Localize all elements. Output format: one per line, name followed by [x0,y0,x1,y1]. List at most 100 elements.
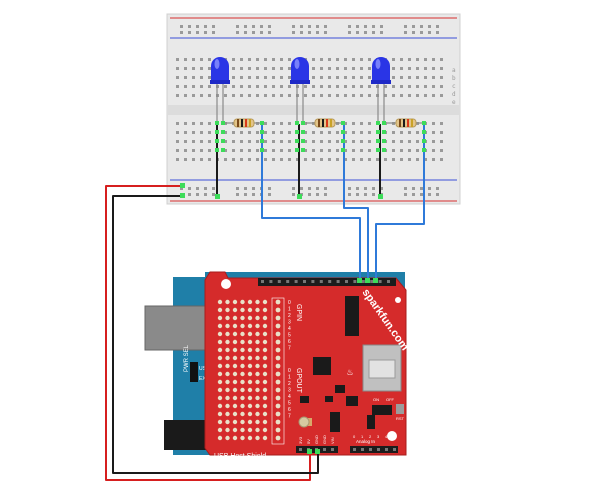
rail-hole [212,25,215,28]
resistor-band [330,119,332,127]
proto-hole [247,435,253,441]
gpout-number: 7 [288,414,291,420]
terminal-hole [360,122,363,125]
header-pin [369,448,372,451]
header-pin [294,280,298,283]
terminal-hole [312,131,315,134]
rail-hole [252,187,255,190]
trim-pot[interactable] [298,416,310,428]
terminal-hole [416,140,419,143]
terminal-hole [264,149,267,152]
gpin-number: 7 [288,346,291,352]
terminal-hole [184,140,187,143]
terminal-hole [288,140,291,143]
proto-hole [240,411,245,417]
terminal-hole [240,94,243,97]
proto-hole [262,299,268,305]
terminal-hole [232,85,235,88]
led-2[interactable] [290,57,310,152]
proto-hole [217,435,223,441]
terminal-hole [280,140,283,143]
signal-wire-2[interactable] [343,125,369,281]
pwr-sel-jumper[interactable] [190,362,198,382]
red-power-wire[interactable] [105,185,311,481]
terminal-hole [416,94,419,97]
terminal-hole [288,158,291,161]
terminal-hole [336,140,339,143]
proto-hole [232,411,238,417]
terminal-hole [312,58,315,61]
rail-hole [428,187,431,190]
rail-hole [372,31,375,34]
terminal-hole [192,131,195,134]
header-pin [377,448,380,451]
off-label: OFF [386,397,395,402]
resistor-1[interactable] [225,118,264,152]
terminal-hole [400,149,403,152]
rail-hole [204,31,207,34]
power-pin-label: 3V3 [298,436,303,444]
terminal-hole [416,76,419,79]
proto-hole [232,363,238,369]
terminal-hole [368,85,371,88]
max3421e-chip [313,357,331,375]
reset-button[interactable] [396,404,404,414]
analog-pin-number: 0 [353,434,356,439]
contact-marker [260,121,264,125]
terminal-hole [240,76,243,79]
signal-wire-1[interactable] [261,125,361,281]
terminal-hole [440,58,443,61]
small-ic-2 [300,396,309,403]
proto-hole [255,395,260,401]
power-switch[interactable] [372,405,392,415]
terminal-hole [240,85,243,88]
terminal-hole [280,58,283,61]
small-ic-4 [367,415,375,429]
rail-hole [308,187,311,190]
led-dome [291,57,309,82]
resistor-2[interactable] [306,118,345,152]
terminal-hole [272,76,275,79]
led-1[interactable] [210,57,230,152]
terminal-hole [368,94,371,97]
led-3[interactable] [371,57,391,152]
rail-hole [420,187,423,190]
proto-hole [217,315,223,321]
terminal-hole [384,94,387,97]
terminal-hole [256,158,259,161]
terminal-hole [264,158,267,161]
resistor-3[interactable] [387,118,426,152]
proto-hole [240,427,245,433]
contact-marker [221,139,225,143]
terminal-hole [304,140,307,143]
rail-hole [252,31,255,34]
proto-hole [240,363,245,369]
terminal-hole [440,149,443,152]
proto-hole [225,411,230,417]
terminal-hole [184,85,187,88]
proto-hole [247,419,253,425]
rail-hole [348,187,351,190]
header-pin [319,280,323,283]
contact-marker [301,130,305,134]
proto-hole [247,411,253,417]
power-jack [164,420,208,450]
resistor-band [326,119,328,127]
proto-hole [217,427,223,433]
signal-wire-3[interactable] [375,125,425,281]
on-label: ON [373,397,379,402]
terminal-hole [208,149,211,152]
black-ground-wire[interactable] [112,195,319,474]
rail-hole [348,31,351,34]
proto-hole [247,355,253,361]
proto-hole [247,331,253,337]
terminal-hole [352,158,355,161]
terminal-hole [264,85,267,88]
terminal-hole [328,158,331,161]
terminal-hole [272,122,275,125]
contact-marker [221,130,225,134]
terminal-hole [392,76,395,79]
terminal-hole [424,158,427,161]
rail-hole [404,193,407,196]
proto-hole [240,355,245,361]
